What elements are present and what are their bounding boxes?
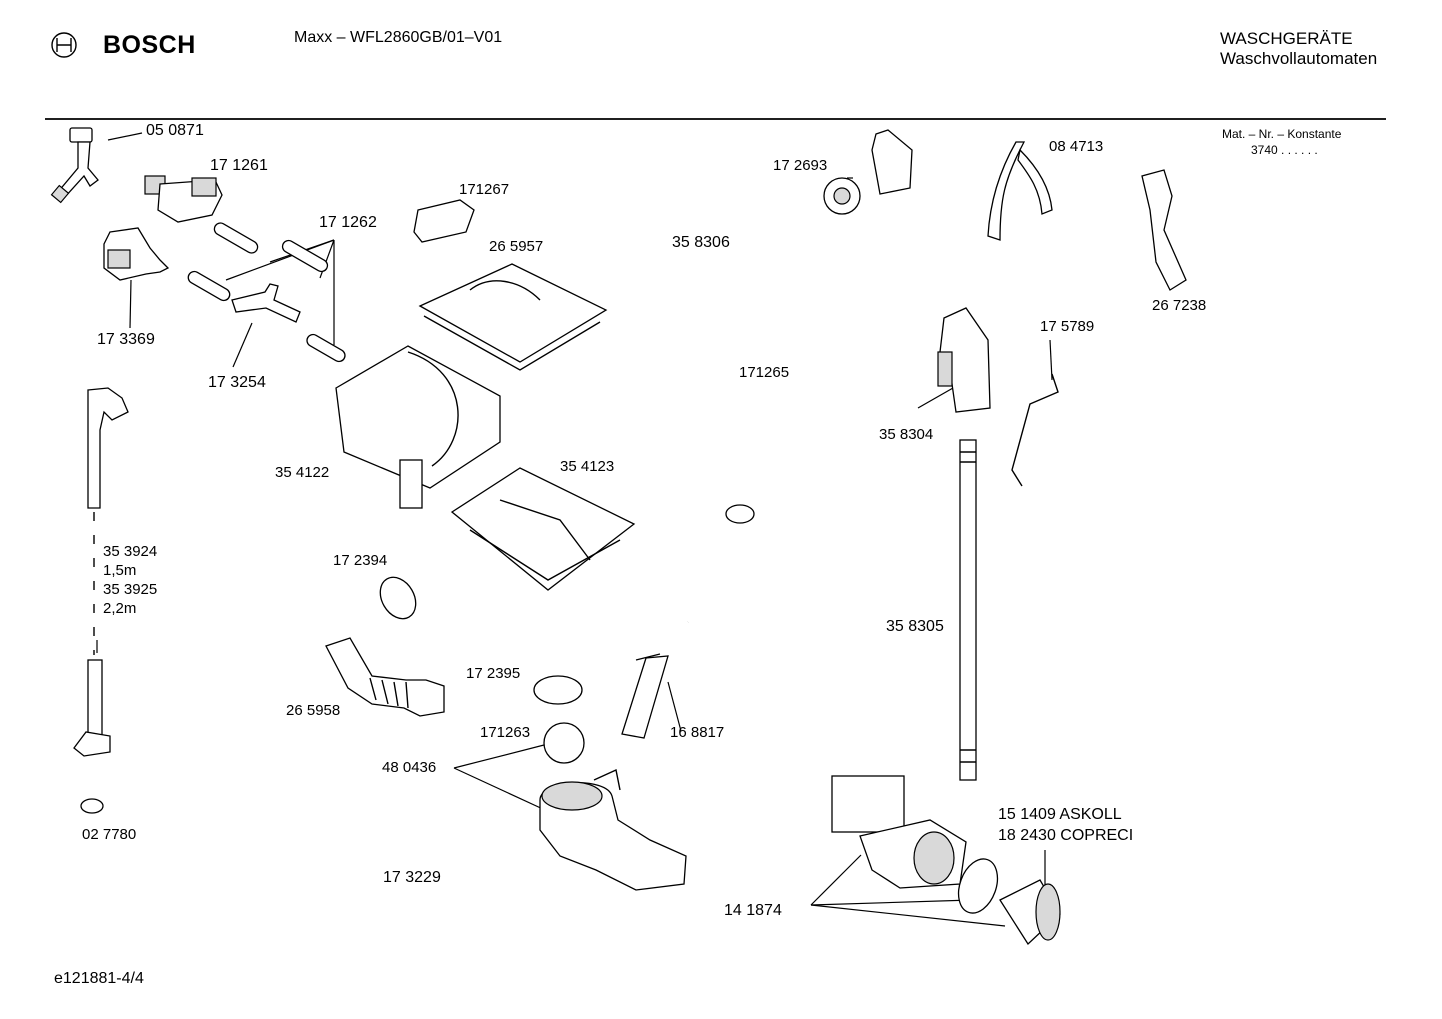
label-182430: 18 2430 COPRECI xyxy=(998,827,1134,844)
part-drain-pump xyxy=(831,775,967,889)
label-173369: 17 3369 xyxy=(97,331,155,348)
label-354122: 35 4122 xyxy=(275,464,330,481)
label-027780: 02 7780 xyxy=(82,826,137,843)
label-173254: 17 3254 xyxy=(208,374,266,391)
mat-nr-value: 3740 . . . . . . xyxy=(1251,143,1318,157)
label-171263: 171263 xyxy=(480,724,531,741)
label-168817: 16 8817 xyxy=(670,724,725,741)
label-141874: 14 1874 xyxy=(724,902,782,919)
part-hose-358305 xyxy=(959,439,977,781)
label-172395: 17 2395 xyxy=(466,665,521,682)
part-sump-480436 xyxy=(539,768,687,891)
model-title: Maxx – WFL2860GB/01–V01 xyxy=(294,29,503,46)
part-sensor-168817 xyxy=(621,653,669,739)
label-353925: 35 3925 xyxy=(103,581,158,598)
part-ring-172394 xyxy=(379,576,417,620)
part-air-trap-358304 xyxy=(937,307,991,413)
part-dispenser-housing xyxy=(335,345,501,509)
part-y-connector xyxy=(50,127,99,204)
label-358305: 35 8305 xyxy=(886,618,944,635)
part-rail-267238 xyxy=(1141,169,1187,291)
part-bellows-hose xyxy=(325,637,445,717)
part-valve-single xyxy=(103,227,170,281)
part-long-hose-358306 xyxy=(588,189,932,310)
label-084713: 08 4713 xyxy=(1049,138,1104,155)
part-detergent-drawer xyxy=(450,467,636,591)
part-pressure-switch xyxy=(823,177,861,215)
label-171262: 17 1262 xyxy=(319,214,377,231)
label-480436: 48 0436 xyxy=(382,759,437,776)
category-title: WASCHGERÄTE xyxy=(1220,29,1353,48)
label-171261: 17 1261 xyxy=(210,157,268,174)
label-171267: 171267 xyxy=(459,181,510,198)
part-rod-175789 xyxy=(1011,373,1059,487)
label-358304: 35 8304 xyxy=(879,426,934,443)
label-151409: 15 1409 ASKOLL xyxy=(998,806,1122,823)
label-265957: 26 5957 xyxy=(489,238,544,255)
part-ring-172395 xyxy=(533,675,583,705)
label-171265: 171265 xyxy=(739,364,790,381)
part-small-hoses xyxy=(187,222,346,363)
brand-name: BOSCH xyxy=(103,31,196,59)
label-354123: 35 4123 xyxy=(560,458,615,475)
category-subtitle: Waschvollautomaten xyxy=(1220,49,1378,68)
part-clip-171267 xyxy=(413,199,475,243)
label-358306: 35 8306 xyxy=(672,234,730,251)
label-353925-length: 2,2m xyxy=(103,600,137,617)
part-inlet-hose xyxy=(73,387,129,757)
document-id: e121881-4/4 xyxy=(54,970,144,987)
label-175789: 17 5789 xyxy=(1040,318,1095,335)
label-050871: 05 0871 xyxy=(146,122,204,139)
label-353924: 35 3924 xyxy=(103,543,158,560)
label-172394: 17 2394 xyxy=(333,552,388,569)
part-filter-141874 xyxy=(999,879,1061,946)
part-hose-173229 xyxy=(349,833,503,867)
part-tube-171265 xyxy=(686,239,854,623)
part-valve-double xyxy=(144,175,223,223)
part-washer-027780 xyxy=(80,798,104,814)
label-353924-length: 1,5m xyxy=(103,562,137,579)
label-267238: 26 7238 xyxy=(1152,297,1207,314)
part-bracket-plate xyxy=(871,129,913,195)
part-hanger-084713 xyxy=(987,141,1053,241)
label-173229: 17 3229 xyxy=(383,869,441,886)
bosch-logo-icon xyxy=(51,32,77,58)
label-172693: 17 2693 xyxy=(773,157,828,174)
leader-lines xyxy=(96,132,1053,927)
part-ball-171263 xyxy=(543,722,585,764)
label-265958: 26 5958 xyxy=(286,702,341,719)
part-tray-cover xyxy=(418,263,608,371)
mat-nr-label: Mat. – Nr. – Konstante xyxy=(1222,127,1342,141)
part-gasket-141874 xyxy=(957,858,999,914)
